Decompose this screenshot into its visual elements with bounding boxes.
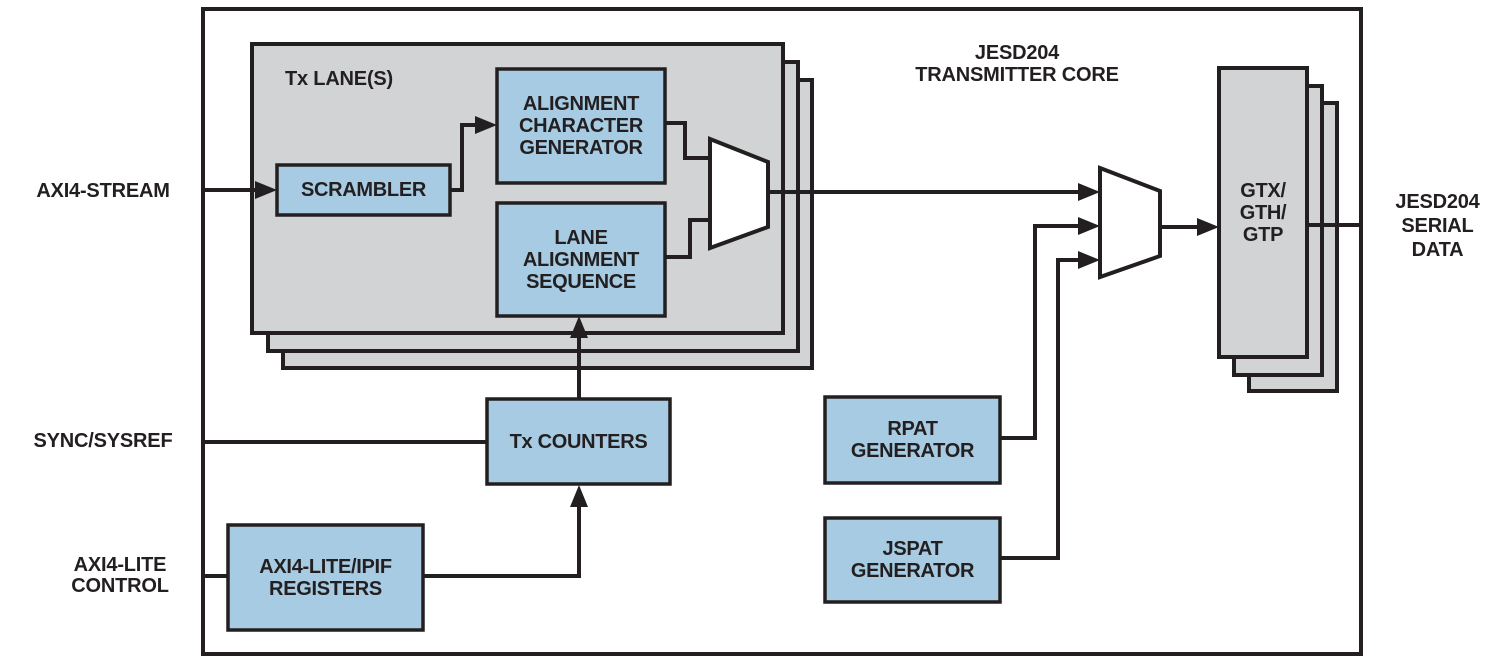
acg-to-mux-line (665, 121, 710, 160)
alignment-character-generator-label: ALIGNMENT CHARACTER GENERATOR (519, 93, 643, 159)
axi4-lite-control-label: AXI4-LITE CONTROL (71, 554, 169, 597)
sync-sysref-label-text: SYNC/SYSREF (33, 430, 173, 452)
axi4-stream-label-text: AXI4-STREAM (36, 180, 170, 202)
alignment-character-generator-block (495, 67, 667, 185)
core-title: JESD204 TRANSMITTER CORE (915, 42, 1119, 86)
arrowhead-into-counters (570, 485, 588, 507)
connection-lines (205, 121, 1360, 578)
arrowhead-into-gtx (1197, 218, 1219, 236)
gtx-gth-gtp-label: GTX/ GTH/ GTP (1239, 179, 1287, 246)
scrambler-label: SCRAMBLER (300, 179, 427, 201)
tx-counters-block (485, 397, 672, 486)
rpat-generator-block (823, 395, 1002, 485)
arrowhead-mux-input-1 (1078, 183, 1100, 201)
axi4-stream-label: AXI4-STREAM (8, 180, 198, 202)
arrowhead-mux-input-3 (1078, 251, 1100, 269)
arrowhead-into-acg (475, 116, 497, 134)
arrowhead-into-scrambler (255, 181, 277, 199)
sync-sysref-label: SYNC/SYSREF (8, 430, 198, 452)
tx-counters-label: Tx COUNTERS (509, 430, 648, 453)
gtx-gth-gtp-block (1217, 66, 1309, 359)
lane-alignment-sequence-block (495, 201, 667, 318)
scrambler-to-acg-line (450, 123, 477, 192)
jesd204-serial-data-label: JESD204 SERIAL DATA (1395, 191, 1480, 261)
jspat-generator-label: JSPAT GENERATOR (850, 538, 975, 582)
arrowhead-mux-input-2 (1078, 217, 1100, 235)
las-to-mux-line (665, 218, 710, 259)
jspat-to-mux-line (1000, 258, 1080, 560)
arrowheads (255, 116, 1219, 507)
axi4-lite-ipif-registers-label: AXI4-LITE/IPIF REGISTERS (259, 555, 392, 600)
rpat-to-mux-line (1000, 224, 1080, 440)
rpat-generator-label: RPAT GENERATOR (850, 418, 975, 462)
output-mux (1098, 165, 1162, 280)
registers-to-counters-line (423, 505, 581, 578)
lane-alignment-sequence-label: LANE ALIGNMENT SEQUENCE (522, 226, 640, 293)
lane-mux (708, 136, 770, 251)
arrowhead-into-las (570, 316, 588, 338)
scrambler-block (275, 163, 452, 217)
tx-lanes-label: Tx LANE(S) (285, 68, 394, 90)
